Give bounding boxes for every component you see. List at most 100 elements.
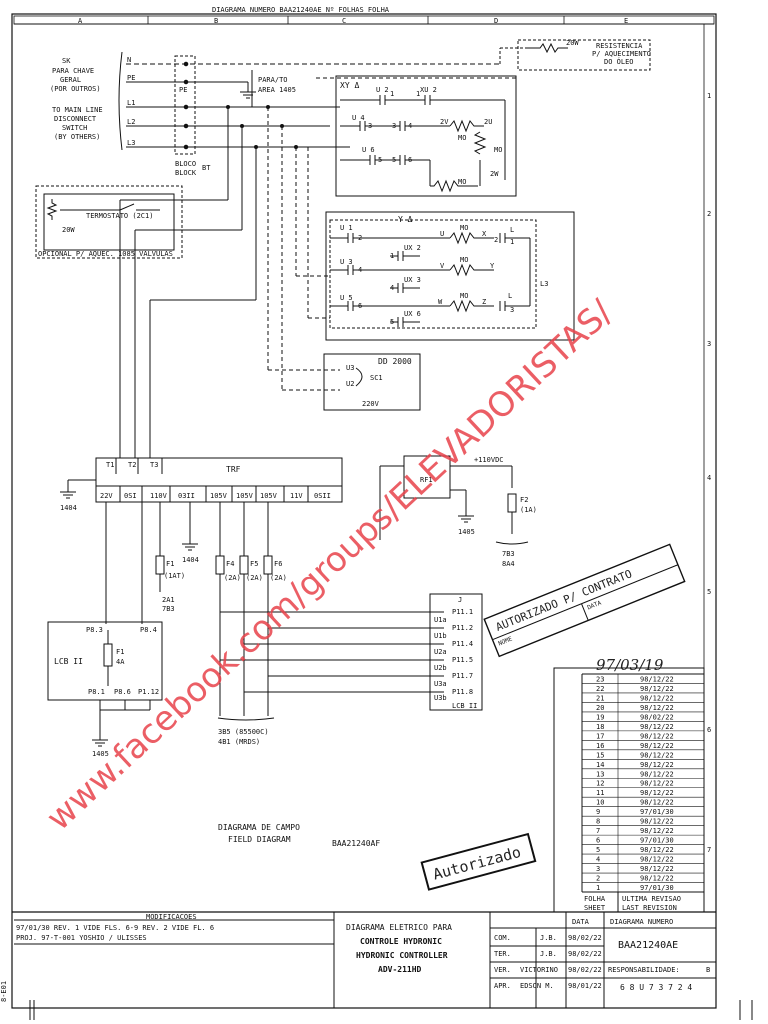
tb-d0: 98/02/22 — [568, 934, 602, 942]
rev-date: 98/12/22 — [640, 846, 674, 854]
rev-number: 2 — [596, 875, 600, 883]
term-pe: PE — [127, 74, 135, 82]
xy-label: XY Δ — [340, 81, 359, 90]
y-m14: L3 — [540, 280, 548, 288]
top-r-desc-1: P/ AQUECIMENTO — [592, 50, 651, 58]
rev-date: 98/12/22 — [640, 770, 674, 778]
rev-date: 98/12/22 — [640, 856, 674, 864]
xy-c4: U 4 — [352, 114, 365, 122]
col-d: D — [494, 17, 498, 25]
field-pt: DIAGRAMA DE CAMPO — [218, 823, 300, 832]
rev-date: 98/12/22 — [640, 723, 674, 731]
title-1: DIAGRAMA ELETRICO PARA — [346, 923, 452, 932]
f6-rating: (2A) — [270, 574, 287, 582]
tb-d3: 98/01/22 — [568, 982, 602, 990]
resp-label: RESPONSABILIDADE: — [608, 966, 680, 974]
sk-en-2: SWITCH — [62, 124, 87, 132]
thermo-r: 20W — [62, 226, 75, 234]
title-4: ADV-211HD — [378, 965, 422, 974]
term-l1: L1 — [127, 99, 135, 107]
tb-k1: TER. — [494, 950, 511, 958]
row-1: 1 — [707, 92, 711, 100]
lcb-right-s3: U2b — [434, 664, 447, 672]
data-label: DATA — [572, 918, 590, 926]
y-m2: X — [482, 230, 487, 238]
lcb-left-p3: P8.6 — [114, 688, 131, 696]
trf-out-1: 0SI — [124, 492, 137, 500]
top-r-desc-2: DO ÓLEO — [604, 57, 634, 66]
rev-folha: FOLHA — [584, 895, 606, 903]
f5-name: F5 — [250, 560, 258, 568]
lcb-right-j: J — [458, 596, 462, 604]
trf-out-2: 110V — [150, 492, 168, 500]
lcb-right-p0: P11.1 — [452, 608, 473, 616]
rev-date: 98/12/22 — [640, 780, 674, 788]
term-l3: L3 — [127, 139, 135, 147]
lcb-right-s1: U1b — [434, 632, 447, 640]
lcb-right-s0: U1a — [434, 616, 447, 624]
rev-number: 6 — [596, 837, 600, 845]
rev-number: 14 — [596, 761, 604, 769]
u3-label: U3 — [346, 364, 354, 372]
rev-number: 21 — [596, 694, 604, 702]
rf1-ref-1: 8A4 — [502, 560, 515, 568]
row-3: 3 — [707, 340, 711, 348]
tb-k0: COM. — [494, 934, 511, 942]
row-5: 5 — [707, 588, 711, 596]
y-m9: W — [438, 298, 443, 306]
xy-c6: 3 — [392, 122, 396, 130]
rev-number: 15 — [596, 751, 604, 759]
rev-number: 7 — [596, 827, 600, 835]
lcb-left-label: LCB II — [54, 657, 83, 666]
xy-c7: 4 — [408, 122, 412, 130]
tb-d1: 98/02/22 — [568, 950, 602, 958]
rev-date: 98/12/22 — [640, 751, 674, 759]
y-m0: U — [440, 230, 444, 238]
u3-v: 220V — [362, 400, 380, 408]
rev-number: 23 — [596, 675, 604, 683]
f4-rating: (2A) — [224, 574, 241, 582]
xy-m0: 2V — [440, 118, 449, 126]
f1-name: F1 — [166, 560, 174, 568]
y-c8: U 5 — [340, 294, 353, 302]
tb-k3: APR. — [494, 982, 511, 990]
trf-out-7: 11V — [290, 492, 303, 500]
watermark: www.facebook.com/groups/ELEVADORISTAS/ — [39, 292, 621, 839]
mod-line-0: 97/01/30 REV. 1 VIDE FLS. 6-9 REV. 2 VID… — [16, 924, 214, 932]
rev-date: 97/01/30 — [640, 884, 674, 892]
f5-rating: (2A) — [246, 574, 263, 582]
xy-c11: 6 — [408, 156, 412, 164]
diag-label: DIAGRAMA NUMERO — [610, 918, 673, 926]
rf1-label: RF1 — [420, 476, 433, 484]
f1-ref2: 7B3 — [162, 605, 175, 613]
trf-gnd-mid: 1404 — [182, 556, 199, 564]
trf-out-5: 105V — [236, 492, 254, 500]
para-area-1: AREA 1405 — [258, 86, 296, 94]
rev-last: LAST REVISION — [622, 904, 677, 912]
col-c: C — [342, 17, 346, 25]
y-m11: Z — [482, 298, 486, 306]
y-m3: 2 — [494, 236, 498, 244]
thermo-note: OPCIONAL P/ AQUEC. 1085 VALVULAS — [38, 250, 173, 258]
u3-title: DD 2000 — [378, 357, 412, 366]
rev-date: 98/12/22 — [640, 827, 674, 835]
field-en: FIELD DIAGRAM — [228, 835, 291, 844]
tb-n0: J.B. — [540, 934, 557, 942]
y-label: Y Δ — [398, 215, 413, 224]
lcb-right-s5: U3b — [434, 694, 447, 702]
f2-name: F2 — [520, 496, 528, 504]
mod-line-1: PROJ. 97-T-001 YOSHIO / ULISSES — [16, 934, 147, 942]
lcb-left-f1r: 4A — [116, 658, 125, 666]
xy-m5: MO — [458, 178, 466, 186]
y-c0: U 1 — [340, 224, 353, 232]
sc1-label: SC1 — [370, 374, 383, 382]
lcb-right-s2: U2a — [434, 648, 447, 656]
f1-rating: (1AT) — [164, 572, 185, 580]
col-a: A — [78, 17, 83, 25]
rf1-gnd: 1405 — [458, 528, 475, 536]
f2-rating: (1A) — [520, 506, 537, 514]
xy-m3: MO — [494, 146, 502, 154]
trf-out-3: 03II — [178, 492, 195, 500]
bt-label: BT — [202, 164, 211, 172]
xy-m4: 2W — [490, 170, 499, 178]
